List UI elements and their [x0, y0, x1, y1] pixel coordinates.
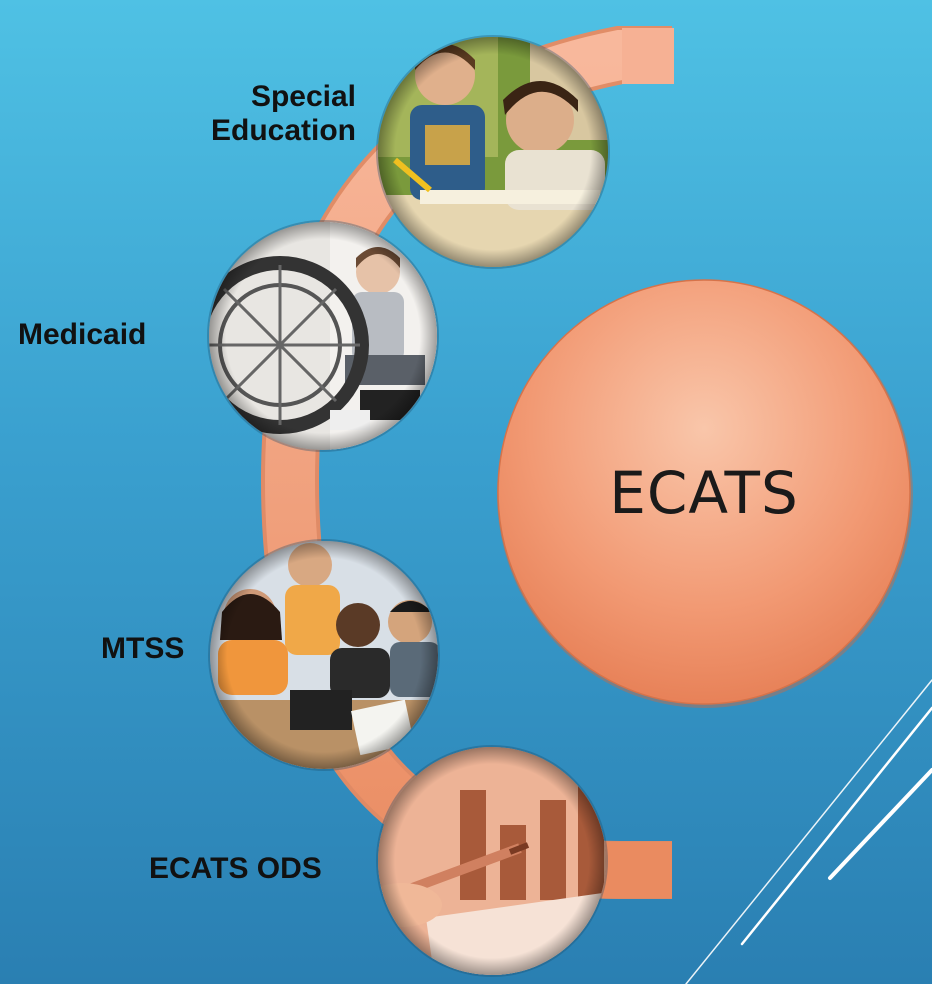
label-special-education: Special Education: [136, 80, 356, 147]
label-medicaid: Medicaid: [18, 318, 146, 352]
decorative-lines: [685, 679, 932, 984]
label-line: MTSS: [101, 632, 185, 665]
label-ecats-ods: ECATS ODS: [149, 852, 322, 886]
center-title: ECATS: [609, 459, 799, 527]
label-line: Education: [210, 113, 356, 147]
wheelchair-student-photo: [207, 220, 439, 452]
center-circle: [497, 279, 913, 708]
label-line: ECATS ODS: [149, 852, 322, 885]
label-mtss: MTSS: [101, 632, 184, 666]
label-line: Special: [250, 80, 356, 113]
children-reading-photo: [376, 35, 610, 269]
students-laptop-photo: [208, 539, 440, 771]
label-line: Medicaid: [18, 318, 147, 351]
